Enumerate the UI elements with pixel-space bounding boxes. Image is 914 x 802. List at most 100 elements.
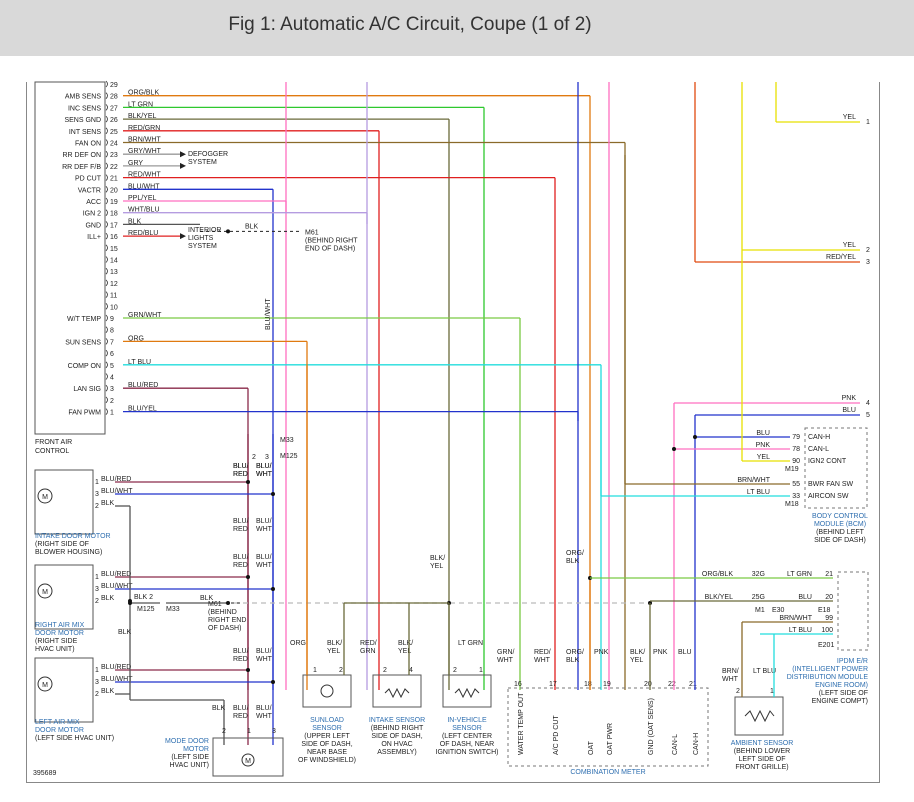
pin-number: 22 [668,681,676,688]
component-location: ON HVAC [381,741,412,748]
pin-number: 18 [110,211,118,218]
wire-label: YEL [398,648,411,655]
wire-label: GRN/WHT [128,312,162,319]
meter-pin-label: CAN-H [693,733,700,755]
reference-number: 5 [866,412,870,419]
pin-number: 17 [549,681,557,688]
splice-dot [226,601,230,605]
wire-label: LT BLU [789,627,812,634]
bcm-pin-label: IGN2 CONT [808,458,847,465]
wire-label: BRN/WHT [779,615,812,622]
wire-label: RED/YEL [826,254,856,261]
wire-label: BLK/ [398,640,413,647]
component-location: SIDE OF DASH) [814,537,866,544]
system-label: DEFOGGER [188,151,228,158]
module-name: CONTROL [35,448,69,455]
component-location: HVAC UNIT) [35,646,75,653]
component-name: MOTOR [183,746,209,753]
pin-label: W/T TEMP [67,316,101,323]
right-mix-motor-symbol [37,583,53,599]
pin-terminal [105,384,108,392]
component-name: RIGHT AIR MIX [35,622,85,629]
pin-terminal [105,408,108,415]
pin-number: 32G [752,571,765,578]
wire-label: ORG/ [566,550,584,557]
wire-label: GRY [128,160,143,167]
right-mix-motor-box [34,564,94,630]
wire-label: YEL [430,563,443,570]
pin-terminal [105,373,108,380]
connector-label: E201 [818,642,834,649]
figure-title: Fig 1: Automatic A/C Circuit, Coupe (1 o… [228,14,592,35]
wire-label: LT GRN [787,571,812,578]
component-location: NEAR BASE [307,749,347,756]
pin-label: ILL+ [87,234,101,241]
reference-number: 3 [866,259,870,266]
wire-label: RED [233,471,248,478]
pin-terminal [105,139,108,146]
wire-label: LT GRN [458,640,483,647]
pin-label: PD CUT [75,176,102,183]
wire-label: BLU/WHT [101,488,133,495]
pin-terminal [105,162,108,170]
ground-label: M61 [305,229,319,236]
ground-label: (BEHIND [208,609,237,616]
sunload-sensor-symbol [320,684,334,698]
wire-label: PNK [756,442,771,449]
wire-label: YEL [843,114,856,121]
component-name: DISTRIBUTION MODULE [787,674,869,681]
pin-label: GND [85,222,101,229]
wire-label: PNK [594,649,609,656]
wire-label: WHT [256,713,273,720]
meter-pin-label: A/C PD CUT [553,715,560,755]
pin-label: INC SENS [68,105,101,112]
connector-label: M1 [755,607,765,614]
component-name: MODE DOOR [165,738,209,745]
wire-label: BLU [842,407,856,414]
wire-label: BLK/ [327,640,342,647]
meter-pin-label: OAT [588,740,595,755]
wire-label: WHT/BLU [128,207,160,214]
system-label: SYSTEM [188,243,217,250]
component-name: DOOR MOTOR [35,727,84,734]
pin-number: 6 [110,351,114,358]
pin-label: SENS GND [64,117,101,124]
component-location: (LEFT SIDE OF [819,690,868,697]
component-name: LEFT AIR MIX [35,719,80,726]
sunload-sensor-box [302,674,352,708]
wire-label: BLK [212,705,226,712]
wire-label: WHT [256,471,273,478]
wire-label: BLU/RED [101,664,131,671]
in-vehicle-sensor-symbol [454,687,480,699]
wire-label: BRN/ [722,668,739,675]
component-location: (LEFT CENTER [442,733,492,740]
pin-number: 2 [252,454,256,461]
wire-label: WHT [497,657,514,664]
wire-label: BLK [101,500,115,507]
pin-label: AMB SENS [65,94,102,101]
wire-label: WHT [256,526,273,533]
wire-label: ORG [290,640,306,647]
pin-terminal [105,291,108,298]
component-location: LEFT SIDE OF [739,756,786,763]
intake-door-motor-symbol [37,488,53,504]
component-location: (RIGHT SIDE [35,638,78,645]
splice-dot [271,587,275,591]
pin-terminal [105,338,108,345]
component-location: SIDE OF DASH, [371,733,422,740]
wire-label: BLK [101,595,115,602]
system-label: INTERIOR [188,227,221,234]
component-name: SUNLOAD [310,717,344,724]
wire-label: ORG [128,335,144,342]
bcm-pin-label: AIRCON SW [808,493,849,500]
front-air-control-box [34,81,106,435]
wire-label: RED/ [534,649,551,656]
pin-number: 1 [313,667,317,674]
pin-number: 3 [95,679,99,686]
pin-number: 79 [792,434,800,441]
splice-dot [226,229,230,234]
wire-label: BLU [756,430,770,437]
pin-number: 9 [110,316,114,323]
pin-label: COMP ON [68,363,101,370]
